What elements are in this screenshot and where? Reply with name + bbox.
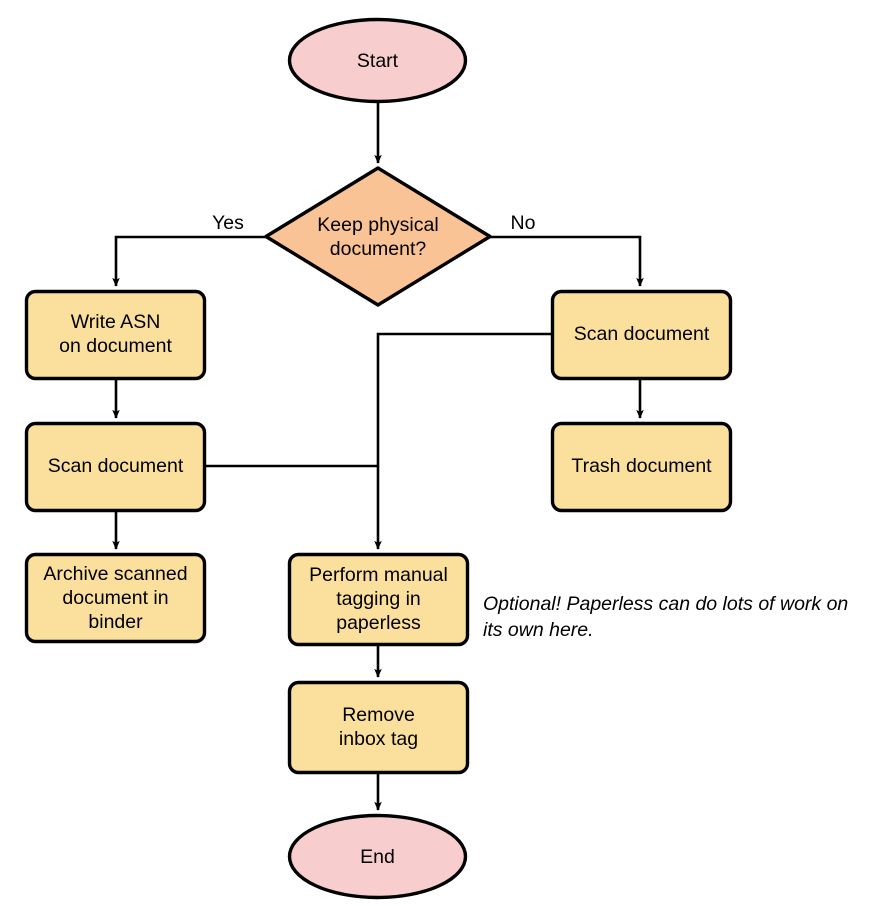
connector-layer <box>112 102 644 811</box>
scan-document-right-label: Scan document <box>574 323 710 345</box>
edge-label-no: No <box>511 212 536 234</box>
archive-label-line2: document in <box>62 587 168 609</box>
remove-inbox-label-line1: Remove <box>342 704 415 726</box>
decision-diamond-shape <box>264 166 492 307</box>
node-trash-document[interactable]: Trash document <box>550 421 733 513</box>
archive-label-line3: binder <box>88 611 143 633</box>
trash-label: Trash document <box>571 455 712 477</box>
decision-label-line1: Keep physical <box>317 214 438 236</box>
write-asn-box-shape <box>24 289 207 381</box>
edge-decision-yes-to-write-asn <box>112 235 266 287</box>
remove-inbox-label-line2: inbox tag <box>339 728 418 750</box>
scan-document-right-box-shape <box>550 289 733 381</box>
node-archive-scanned-document[interactable]: Archive scanned document in binder <box>24 552 207 644</box>
annotation-line2: its own here. <box>483 619 594 641</box>
manual-tagging-label-line1: Perform manual <box>309 564 448 586</box>
start-label: Start <box>357 50 399 72</box>
manual-tagging-box-shape <box>287 552 470 647</box>
archive-box-shape <box>24 552 207 644</box>
archive-label-line1: Archive scanned <box>43 563 187 585</box>
edge-scan-right-to-manual-tagging <box>374 332 552 550</box>
end-ellipse-shape <box>287 813 468 900</box>
annotation-optional-note: Optional! Paperless can do lots of work … <box>483 593 848 641</box>
end-label: End <box>360 846 395 868</box>
node-scan-document-right[interactable]: Scan document <box>550 289 733 381</box>
edge-decision-no-to-scan-right <box>490 235 644 287</box>
manual-tagging-label-line2: tagging in <box>336 588 421 610</box>
trash-box-shape <box>550 421 733 513</box>
start-ellipse-shape <box>287 17 468 104</box>
node-scan-document-left[interactable]: Scan document <box>24 421 207 513</box>
write-asn-label-line2: on document <box>59 335 172 357</box>
scan-document-left-label: Scan document <box>48 455 184 477</box>
node-remove-inbox-tag[interactable]: Remove inbox tag <box>287 680 470 775</box>
node-write-asn[interactable]: Write ASN on document <box>24 289 207 381</box>
node-end[interactable]: End <box>287 813 468 900</box>
remove-inbox-box-shape <box>287 680 470 775</box>
node-start[interactable]: Start <box>287 17 468 104</box>
edge-label-yes: Yes <box>212 212 244 234</box>
write-asn-label-line1: Write ASN <box>71 311 161 333</box>
node-perform-manual-tagging[interactable]: Perform manual tagging in paperless <box>287 552 470 647</box>
decision-label-line2: document? <box>330 238 427 260</box>
node-decision-keep-physical-document[interactable]: Keep physical document? <box>264 166 492 307</box>
manual-tagging-label-line3: paperless <box>336 612 421 634</box>
scan-document-left-box-shape <box>24 421 207 513</box>
annotation-line1: Optional! Paperless can do lots of work … <box>483 593 848 615</box>
